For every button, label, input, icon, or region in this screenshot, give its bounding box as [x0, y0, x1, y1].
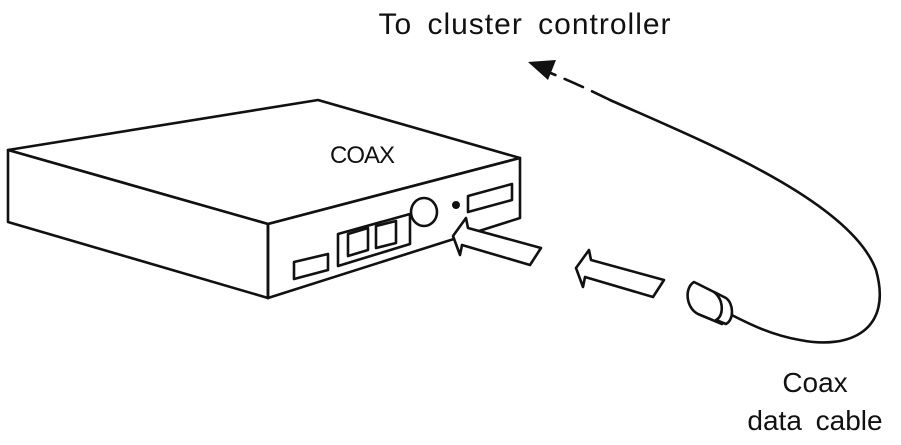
- destination-label: To cluster controller: [378, 8, 672, 41]
- coax-cable: [528, 60, 882, 344]
- cable-label: Coax data cable: [720, 364, 901, 440]
- box-front-panel: [292, 182, 514, 281]
- coax-port-label: COAX: [330, 142, 395, 169]
- cable-dashed: [546, 70, 612, 102]
- cable-solid: [608, 98, 882, 344]
- terminal-box: [6, 98, 522, 300]
- cable-label-line1: Coax: [782, 367, 848, 398]
- cable-direction-arrowhead: [528, 60, 556, 80]
- cable-connector-collar: [712, 290, 734, 326]
- insertion-arrows: [451, 216, 666, 299]
- port-indicator-dot: [452, 201, 460, 209]
- slot-right: [466, 182, 514, 214]
- insertion-arrow-2: [574, 248, 666, 299]
- insertion-arrow-1: [451, 216, 543, 267]
- connector-socket-2: [374, 219, 398, 250]
- cable-label-line2: data cable: [747, 405, 883, 436]
- slot-left: [292, 252, 330, 281]
- coax-port-round: [409, 196, 439, 228]
- connector-socket-1: [346, 226, 370, 258]
